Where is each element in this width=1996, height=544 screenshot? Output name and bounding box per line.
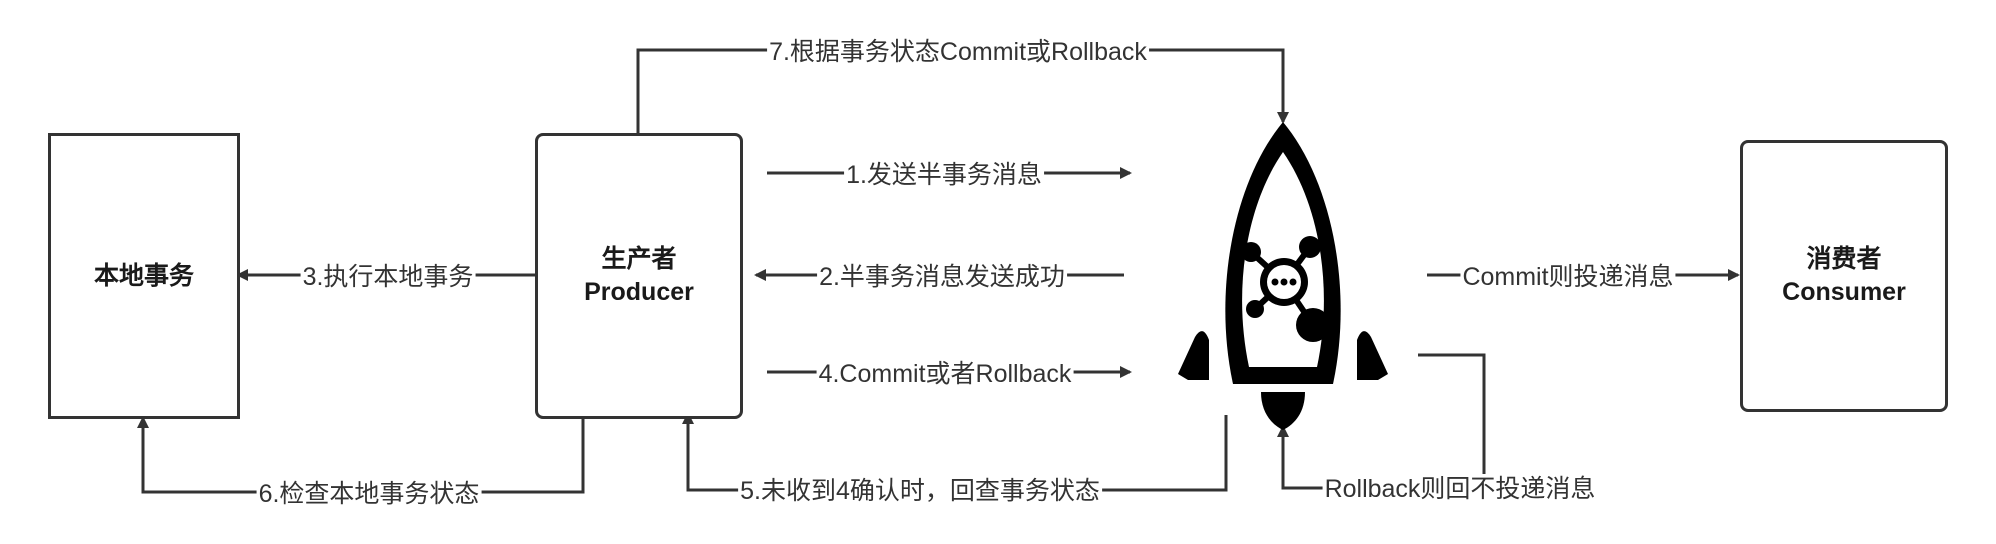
edge-label-commit-deliver: Commit则投递消息 bbox=[1460, 262, 1676, 292]
edge-label-step4: 4.Commit或者Rollback bbox=[816, 359, 1074, 389]
edge-label-step5: 5.未收到4确认时，回查事务状态 bbox=[738, 476, 1102, 506]
rocket-icon bbox=[1178, 122, 1388, 430]
rocket-left-fin-icon bbox=[1178, 331, 1209, 380]
consumer-label-en: Consumer bbox=[1782, 278, 1906, 306]
edge-label-step7: 7.根据事务状态Commit或Rollback bbox=[767, 37, 1149, 67]
local-transaction-box: 本地事务 bbox=[48, 133, 240, 419]
edge-label-step3: 3.执行本地事务 bbox=[300, 262, 476, 292]
rocket-right-fin-icon bbox=[1357, 331, 1388, 380]
producer-label-en: Producer bbox=[584, 278, 694, 306]
network-hub-icon bbox=[1241, 236, 1330, 342]
edge-label-rollback: Rollback则回不投递消息 bbox=[1322, 474, 1598, 504]
edge-label-step2: 2.半事务消息发送成功 bbox=[817, 262, 1067, 292]
producer-box: 生产者 Producer bbox=[535, 133, 743, 419]
edge-label-step1: 1.发送半事务消息 bbox=[844, 160, 1044, 190]
consumer-box: 消费者 Consumer bbox=[1740, 140, 1948, 412]
producer-label-cn: 生产者 bbox=[601, 245, 677, 273]
local-transaction-label: 本地事务 bbox=[93, 261, 194, 290]
rocket-flame-icon bbox=[1261, 392, 1305, 430]
consumer-label-cn: 消费者 bbox=[1806, 245, 1882, 273]
edge-label-step6: 6.检查本地事务状态 bbox=[256, 479, 482, 509]
